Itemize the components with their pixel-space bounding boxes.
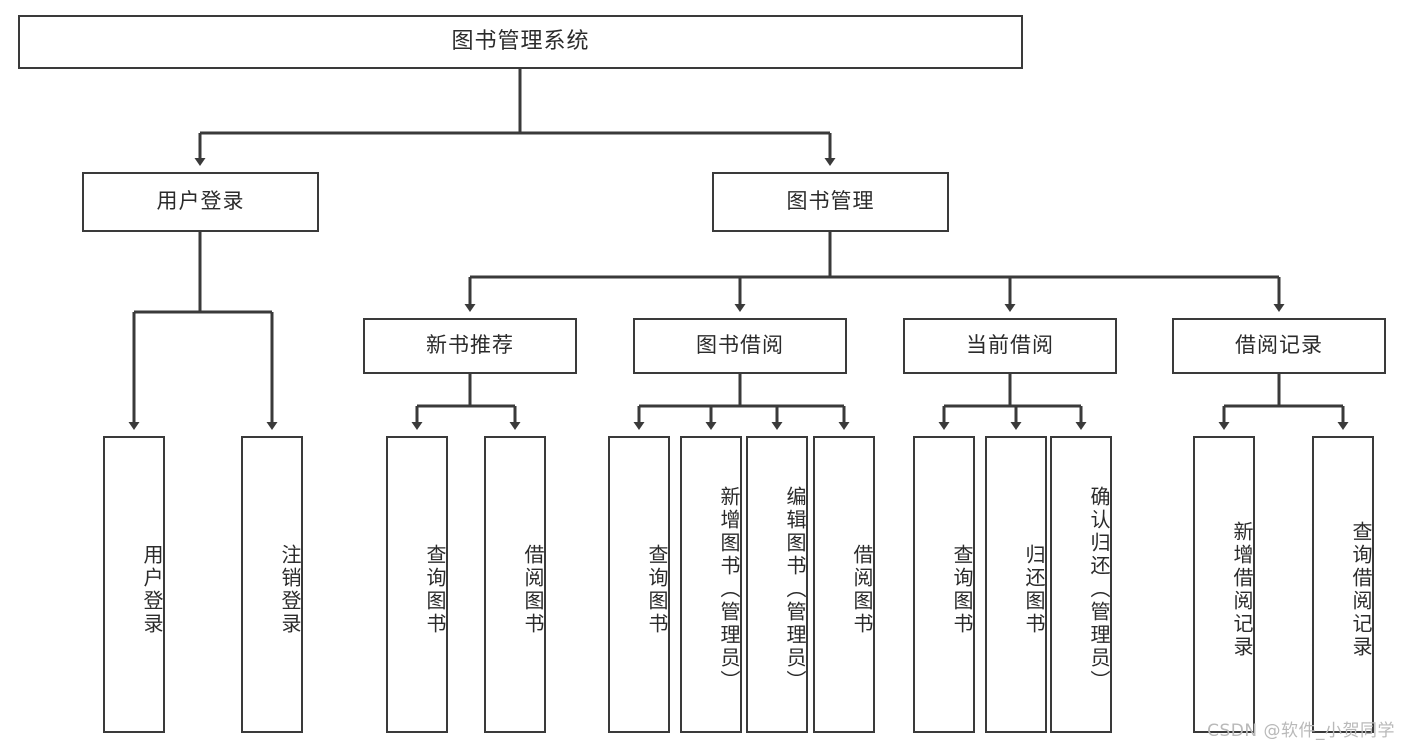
leaf-query-record[interactable]: 查询借阅记录	[1312, 436, 1374, 733]
node-borrow-record[interactable]: 借阅记录	[1172, 318, 1386, 374]
node-current-borrow[interactable]: 当前借阅	[903, 318, 1117, 374]
leaf-label: 归还图书	[1022, 543, 1046, 636]
leaf-label: 借阅图书	[521, 543, 545, 636]
leaf-borrow-book-rec[interactable]: 借阅图书	[484, 436, 546, 733]
leaf-confirm-return[interactable]: 确认归还（管理员）	[1050, 436, 1112, 733]
leaf-edit-book[interactable]: 编辑图书（管理员）	[746, 436, 808, 733]
leaf-borrow-book-bb[interactable]: 借阅图书	[813, 436, 875, 733]
leaf-label: 查询借阅记录	[1349, 520, 1373, 659]
leaf-add-book[interactable]: 新增图书（管理员）	[680, 436, 742, 733]
leaf-label: 编辑图书（管理员）	[783, 486, 807, 693]
leaf-return-book[interactable]: 归还图书	[985, 436, 1047, 733]
leaf-label: 查询图书	[950, 543, 974, 636]
leaf-query-book-cb[interactable]: 查询图书	[913, 436, 975, 733]
leaf-label: 借阅图书	[850, 543, 874, 636]
leaf-query-book-rec[interactable]: 查询图书	[386, 436, 448, 733]
leaf-user-login[interactable]: 用户登录	[103, 436, 165, 733]
leaf-label: 确认归还（管理员）	[1087, 486, 1111, 693]
leaf-label: 用户登录	[140, 543, 164, 636]
watermark-text: CSDN @软件_小贺同学	[1207, 721, 1395, 741]
leaf-label: 注销登录	[278, 543, 302, 636]
leaf-label: 新增图书（管理员）	[717, 486, 741, 693]
node-new-book-recommend[interactable]: 新书推荐	[363, 318, 577, 374]
node-root-system[interactable]: 图书管理系统	[18, 15, 1023, 69]
leaf-label: 新增借阅记录	[1230, 520, 1254, 659]
leaf-query-book-bb[interactable]: 查询图书	[608, 436, 670, 733]
leaf-logout[interactable]: 注销登录	[241, 436, 303, 733]
node-book-manage[interactable]: 图书管理	[712, 172, 949, 232]
node-book-borrow[interactable]: 图书借阅	[633, 318, 847, 374]
leaf-label: 查询图书	[423, 543, 447, 636]
leaf-add-record[interactable]: 新增借阅记录	[1193, 436, 1255, 733]
node-user-login[interactable]: 用户登录	[82, 172, 319, 232]
leaf-label: 查询图书	[645, 543, 669, 636]
